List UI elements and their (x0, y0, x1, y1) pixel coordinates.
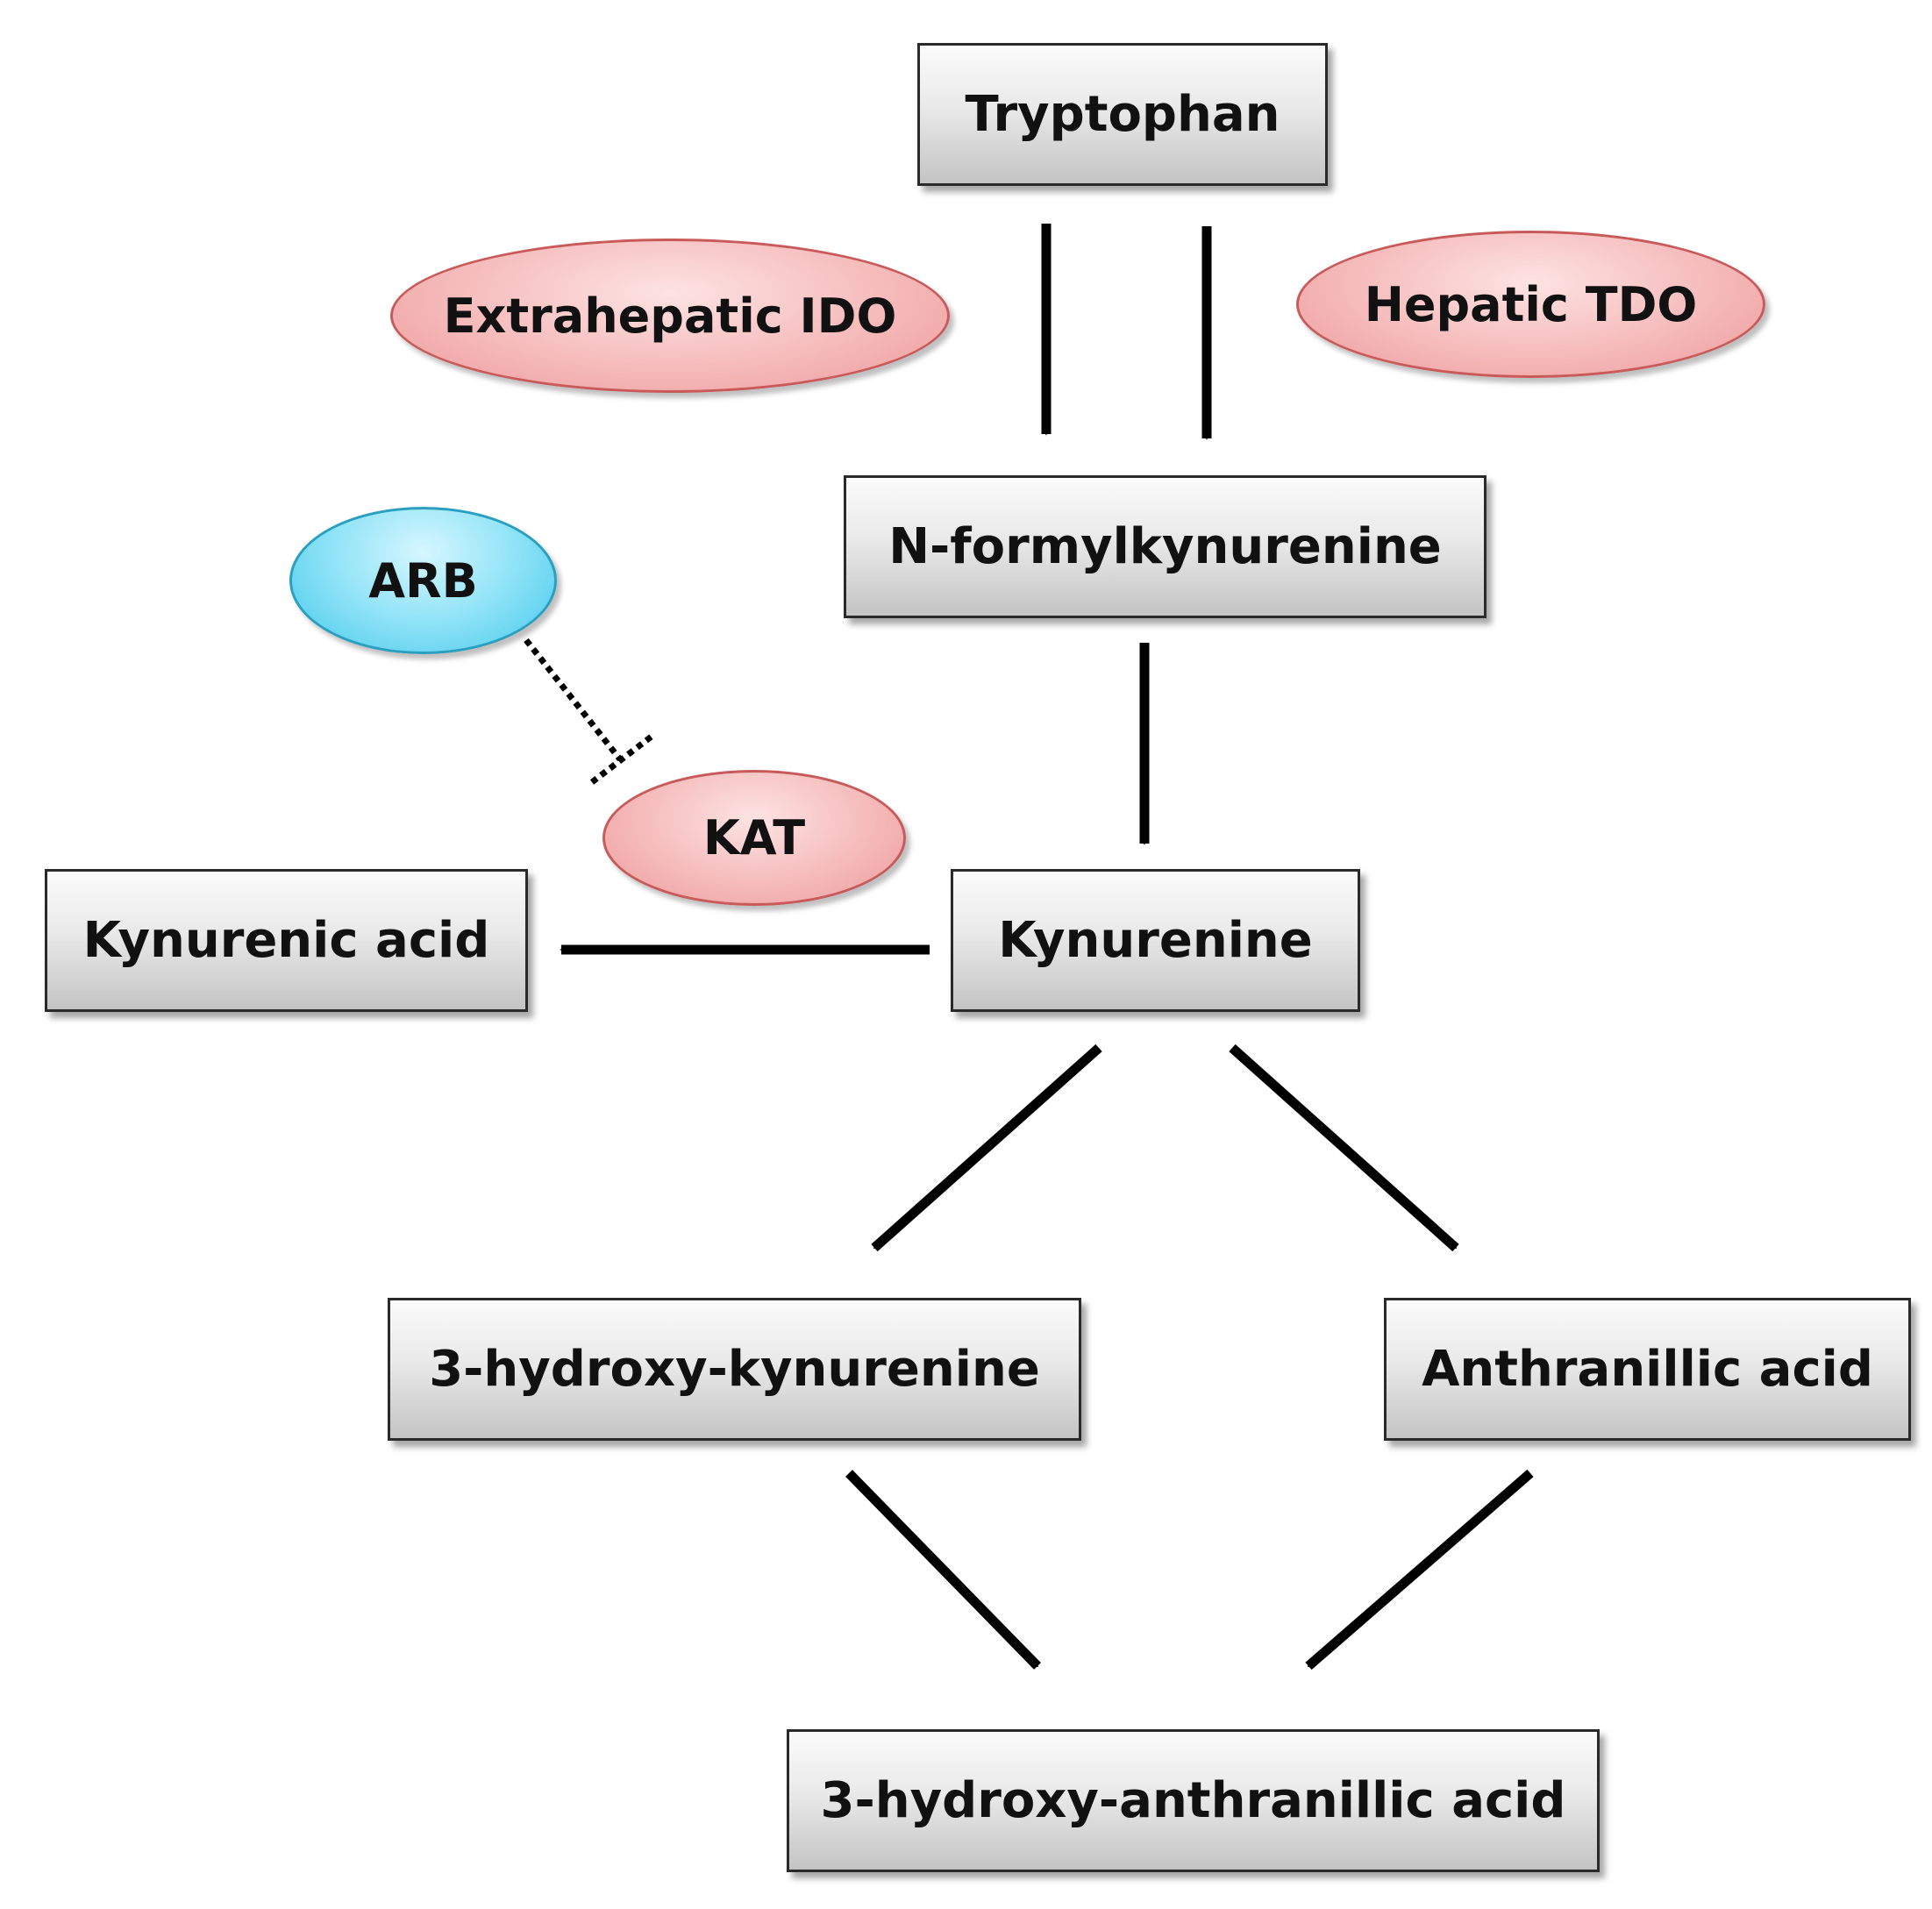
kynurenic-acid-label: Kynurenic acid (82, 912, 490, 969)
arb-label: ARB (368, 552, 478, 609)
anthranillic-acid-label: Anthranillic acid (1422, 1341, 1873, 1398)
extrahepatic-ido-enzyme: Extrahepatic IDO (390, 239, 950, 393)
kat-enzyme: KAT (602, 770, 906, 906)
kat-label: KAT (702, 810, 806, 865)
3-hydroxy-anthranillic-acid-node: 3-hydroxy-anthranillic acid (787, 1729, 1600, 1872)
inhibition-bar (589, 733, 655, 785)
extrahepatic-ido-label: Extrahepatic IDO (443, 288, 897, 344)
3-hydroxy-kynurenine-label: 3-hydroxy-kynurenine (429, 1341, 1040, 1398)
n-formylkynurenine-label: N-formylkynurenine (888, 518, 1442, 575)
hepatic-tdo-label: Hepatic TDO (1364, 276, 1698, 332)
hepatic-tdo-enzyme: Hepatic TDO (1296, 231, 1765, 378)
kynurenine-node: Kynurenine (951, 869, 1360, 1012)
tryptophan-label: Tryptophan (965, 86, 1280, 143)
kynurenic-acid-node: Kynurenic acid (45, 869, 528, 1012)
kynurenine-label: Kynurenine (998, 912, 1313, 969)
arrow-aa-to-3haa (1305, 1469, 1534, 1670)
arrow-3hk-to-3haa (845, 1470, 1041, 1670)
arb-inhibitor: ARB (289, 507, 557, 654)
arrow-to-anthranillic-acid (1229, 1044, 1459, 1252)
3-hydroxy-anthranillic-acid-label: 3-hydroxy-anthranillic acid (820, 1772, 1566, 1829)
3-hydroxy-kynurenine-node: 3-hydroxy-kynurenine (388, 1298, 1081, 1441)
arrow-to-3-hydroxy-kynurenine (871, 1044, 1102, 1252)
tryptophan-node: Tryptophan (917, 43, 1328, 186)
inhibition-line-arb-kat (524, 638, 623, 762)
anthranillic-acid-node: Anthranillic acid (1384, 1298, 1911, 1441)
n-formylkynurenine-node: N-formylkynurenine (844, 475, 1486, 618)
